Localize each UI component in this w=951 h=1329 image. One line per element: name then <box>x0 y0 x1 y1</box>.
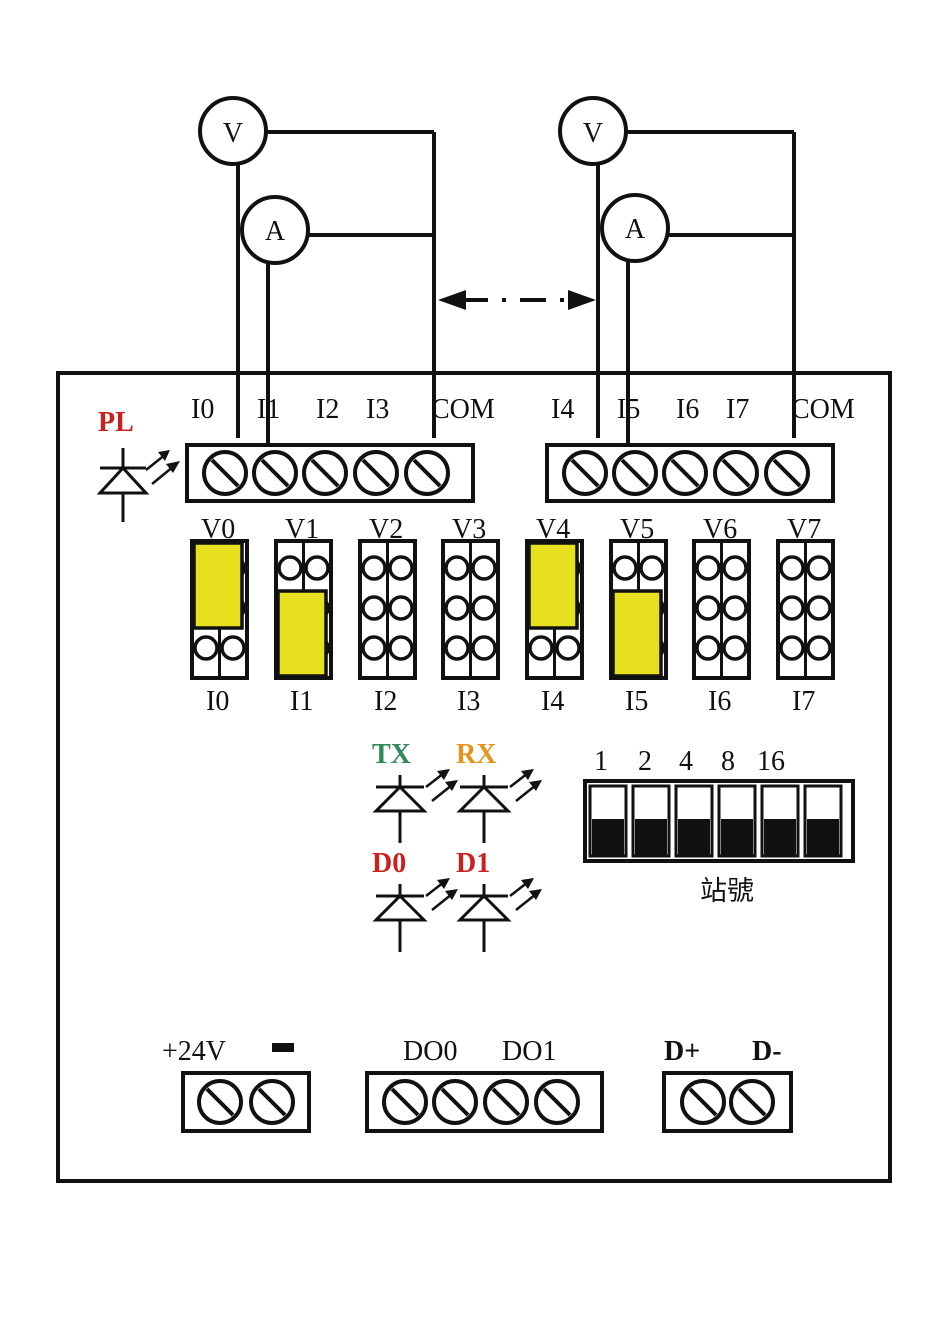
input-terminal-label: COM <box>791 394 855 425</box>
input-terminal-label: I0 <box>191 394 214 425</box>
status-led-label: D0 <box>372 848 406 879</box>
dip-switch-slot[interactable] <box>631 784 671 858</box>
status-led-label: TX <box>372 739 411 770</box>
status-led-label: RX <box>456 739 496 770</box>
terminal-screw <box>249 1079 295 1125</box>
repeat-arrow <box>438 290 596 310</box>
terminal-screw <box>382 1079 428 1125</box>
input-terminal-label: I7 <box>726 394 749 425</box>
jumper-bottom-label: I7 <box>792 686 815 717</box>
input-terminal-labels-left: I0 I1 I2 I3 COM <box>191 394 495 425</box>
status-led-tx: TX <box>372 739 458 843</box>
terminal-screw <box>353 450 399 496</box>
terminal-screw <box>432 1079 478 1125</box>
ammeter-symbol: A <box>625 214 646 245</box>
jumper-bottom-label: I0 <box>206 686 229 717</box>
dip-switch-label: 8 <box>721 746 735 777</box>
meter-wiring-right <box>596 130 796 455</box>
jumper-bottom-label: I3 <box>457 686 480 717</box>
input-terminal-screws <box>202 450 810 496</box>
power-led-label: PL <box>98 407 134 438</box>
input-terminal-label: I6 <box>676 394 699 425</box>
dip-switch-label: 16 <box>757 746 785 777</box>
terminal-screw <box>713 450 759 496</box>
power-led: PL <box>96 407 180 522</box>
jumper-bottom-label: I4 <box>541 686 564 717</box>
jumper-cap[interactable] <box>192 541 244 630</box>
status-led-d1: D1 <box>456 848 542 952</box>
terminal-screw <box>302 450 348 496</box>
input-terminal-label: I2 <box>316 394 339 425</box>
input-terminal-label: I1 <box>257 394 280 425</box>
rs485-plus-label: D+ <box>664 1036 700 1067</box>
ammeter-symbol: A <box>265 216 286 247</box>
jumper-cap[interactable] <box>611 589 663 678</box>
input-terminal-labels-right: I4 I5 I6 I7 COM <box>551 394 855 425</box>
do1-label: DO1 <box>502 1036 556 1067</box>
power-minus-mark <box>272 1043 294 1052</box>
meter-wiring-left <box>236 130 436 455</box>
terminal-screw <box>680 1079 726 1125</box>
terminal-screw <box>662 450 708 496</box>
jumper-bottom-label: I5 <box>625 686 648 717</box>
jumper-cap[interactable] <box>276 589 328 678</box>
terminal-screw <box>729 1079 775 1125</box>
terminal-screw <box>562 450 608 496</box>
jumper-bottom-label: I1 <box>290 686 313 717</box>
terminal-screw <box>404 450 450 496</box>
input-terminal-label: I5 <box>617 394 640 425</box>
jumper-bottom-label: I2 <box>374 686 397 717</box>
status-led-label: D1 <box>456 848 490 879</box>
rs485-minus-label: D- <box>752 1036 782 1067</box>
status-led-rx: RX <box>456 739 542 843</box>
do0-label: DO0 <box>403 1036 457 1067</box>
terminal-screw <box>612 450 658 496</box>
terminal-screw <box>483 1079 529 1125</box>
terminal-screw <box>252 450 298 496</box>
input-terminal-label: I3 <box>366 394 389 425</box>
dip-switch-label: 4 <box>679 746 693 777</box>
voltmeter-symbol: V <box>223 118 243 149</box>
power-plus-label: +24V <box>162 1036 226 1067</box>
module-enclosure <box>56 371 892 1183</box>
jumper-bottom-label: I6 <box>708 686 731 717</box>
terminal-screw <box>764 450 810 496</box>
rs485-terminal: D+ D- <box>662 1036 793 1133</box>
jumper-cap[interactable] <box>527 541 579 630</box>
bottom-terminal-screws <box>197 1079 775 1125</box>
status-leds: TX RX D0 D1 <box>372 739 542 952</box>
dip-switch-slot[interactable] <box>717 784 757 858</box>
ammeter-left: A <box>240 195 310 265</box>
status-led-d0: D0 <box>372 848 458 952</box>
dip-switch-slot[interactable] <box>760 784 800 858</box>
input-terminal-label: COM <box>431 394 495 425</box>
dip-switch-slot[interactable] <box>588 784 628 858</box>
terminal-screw <box>534 1079 580 1125</box>
terminal-screw <box>202 450 248 496</box>
dip-switch-slot[interactable] <box>803 784 843 858</box>
voltmeter-left: V <box>198 96 268 166</box>
input-terminal-label: I4 <box>551 394 574 425</box>
voltmeter-right: V <box>558 96 628 166</box>
dip-switch-label: 2 <box>638 746 652 777</box>
voltmeter-symbol: V <box>583 118 603 149</box>
terminal-screw <box>197 1079 243 1125</box>
dip-switch-caption: 站號 <box>700 876 754 906</box>
dip-switch-label: 1 <box>594 746 608 777</box>
ammeter-right: A <box>600 193 670 263</box>
dip-switch-slot[interactable] <box>674 784 714 858</box>
